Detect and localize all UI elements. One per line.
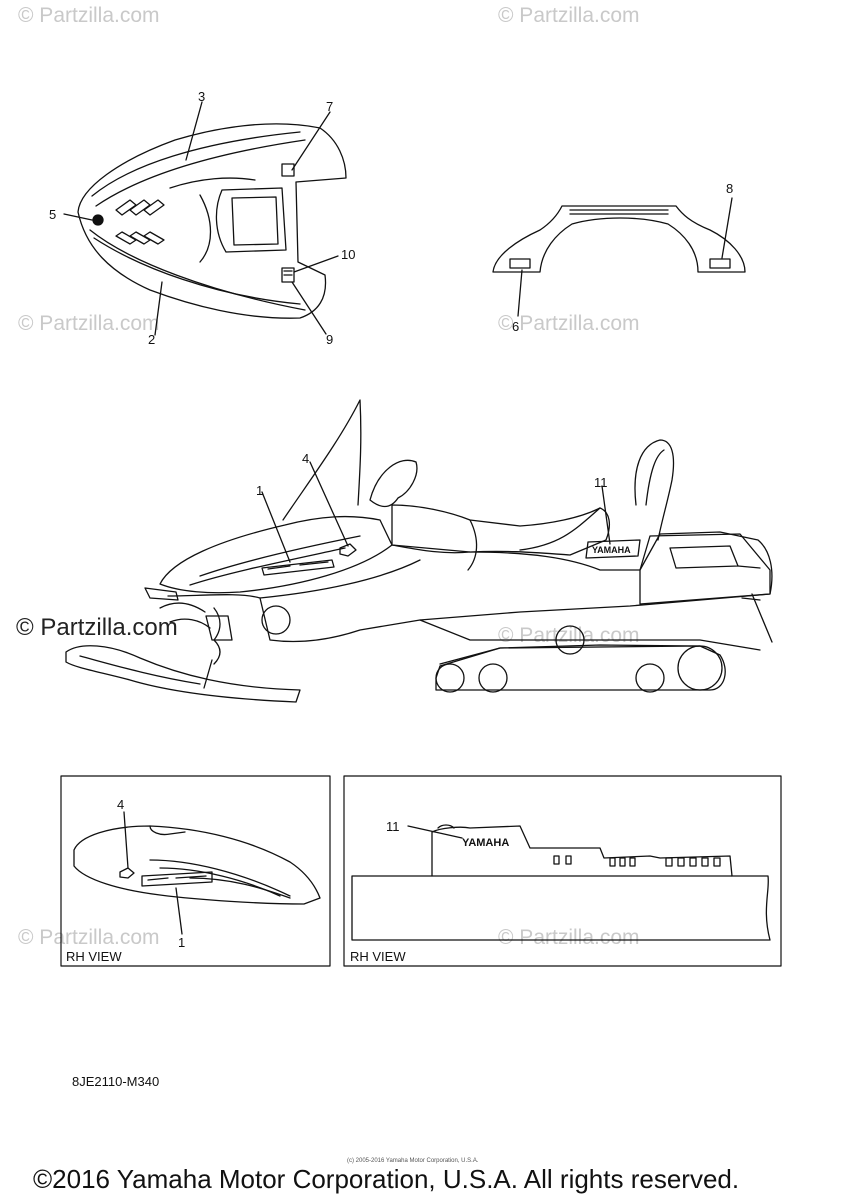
callout-number: 5 [49, 207, 57, 222]
callout-number: 1 [178, 935, 186, 950]
callout-number: 7 [326, 99, 334, 114]
callout-number: 11 [594, 475, 608, 490]
callout-number: 3 [198, 89, 206, 104]
panel-left-frame [60, 775, 331, 967]
watermark: © Partzilla.com [498, 4, 640, 27]
watermark: © Partzilla.com [16, 614, 178, 641]
callout-number: 11 [386, 819, 400, 834]
watermark: © Partzilla.com [18, 312, 160, 335]
hood-top-view [63, 101, 347, 336]
watermark: © Partzilla.com [18, 926, 160, 949]
callout-number: 9 [326, 332, 334, 347]
rear-bumper [492, 197, 746, 317]
callout-number: 1 [256, 483, 264, 498]
panel-right-frame [343, 775, 782, 967]
small-copyright: (c) 2005-2016 Yamaha Motor Corporation, … [347, 1158, 479, 1164]
copyright-notice: ©2016 Yamaha Motor Corporation, U.S.A. A… [33, 1164, 740, 1194]
rh-view-rear: YAMAHA [351, 824, 771, 941]
callout-number: 6 [512, 319, 520, 334]
callout-number: 2 [148, 332, 156, 347]
watermark: © Partzilla.com [498, 624, 640, 647]
watermark: © Partzilla.com [498, 312, 640, 335]
panel-caption-right: RH VIEW [350, 949, 406, 964]
watermark: © Partzilla.com [498, 926, 640, 949]
panel-caption-left: RH VIEW [66, 949, 122, 964]
rh-view-hood [73, 811, 321, 935]
callout-number: 4 [302, 451, 310, 466]
snowmobile-side-view: YAMAHA [65, 399, 773, 703]
diagram-code: 8JE2110-M340 [72, 1074, 160, 1089]
callout-number: 10 [341, 247, 356, 262]
yamaha-decal: YAMAHA [462, 837, 509, 849]
callout-number: 8 [726, 181, 734, 196]
callout-number: 4 [117, 797, 125, 812]
yamaha-decal: YAMAHA [592, 545, 631, 555]
watermark: © Partzilla.com [18, 4, 160, 27]
